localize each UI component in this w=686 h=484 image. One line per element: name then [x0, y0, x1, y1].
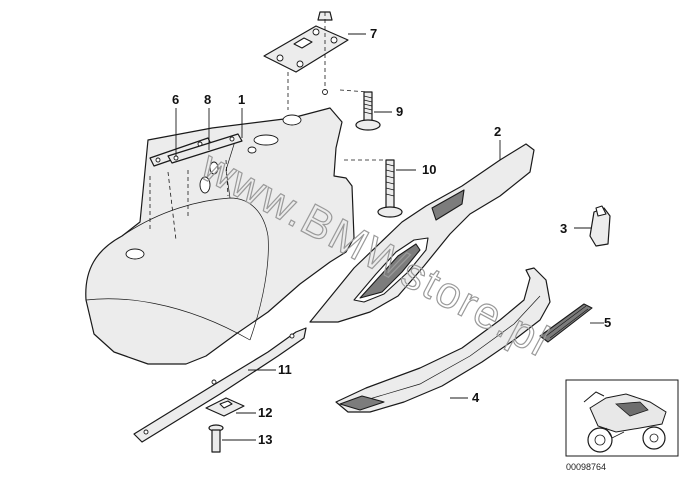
part-10-bolt[interactable]: [377, 159, 403, 218]
thumbnail-inset: [565, 379, 679, 457]
motorcycle-icon: [583, 391, 667, 453]
part-1-body-cover[interactable]: [85, 89, 355, 365]
callout-6: 6: [172, 92, 179, 107]
diagram-code: 00098764: [566, 462, 606, 472]
part-9-bolt[interactable]: [355, 91, 381, 131]
callout-10: 10: [422, 162, 436, 177]
callout-1: 1: [238, 92, 245, 107]
callout-leaders: [175, 33, 604, 441]
part-2-side-cover[interactable]: [309, 143, 535, 323]
callout-5: 5: [604, 315, 611, 330]
callout-12: 12: [258, 405, 272, 420]
part-3-clip[interactable]: [589, 205, 611, 247]
callout-8: 8: [204, 92, 211, 107]
callout-2: 2: [494, 124, 501, 139]
callout-11: 11: [278, 362, 292, 377]
part-5-reflector-strip[interactable]: [539, 303, 593, 343]
callout-3: 3: [560, 221, 567, 236]
part-13-screw[interactable]: [208, 424, 224, 453]
part-11-strap[interactable]: [133, 327, 307, 443]
assembly-lines: [149, 12, 386, 241]
callout-7: 7: [370, 26, 377, 41]
callout-13: 13: [258, 432, 272, 447]
part-7-mounting-plate[interactable]: [263, 11, 349, 73]
callout-4: 4: [472, 390, 480, 405]
part-12-clip-nut[interactable]: [205, 397, 245, 417]
part-4-rail-cover[interactable]: [335, 267, 551, 413]
callout-9: 9: [396, 104, 403, 119]
